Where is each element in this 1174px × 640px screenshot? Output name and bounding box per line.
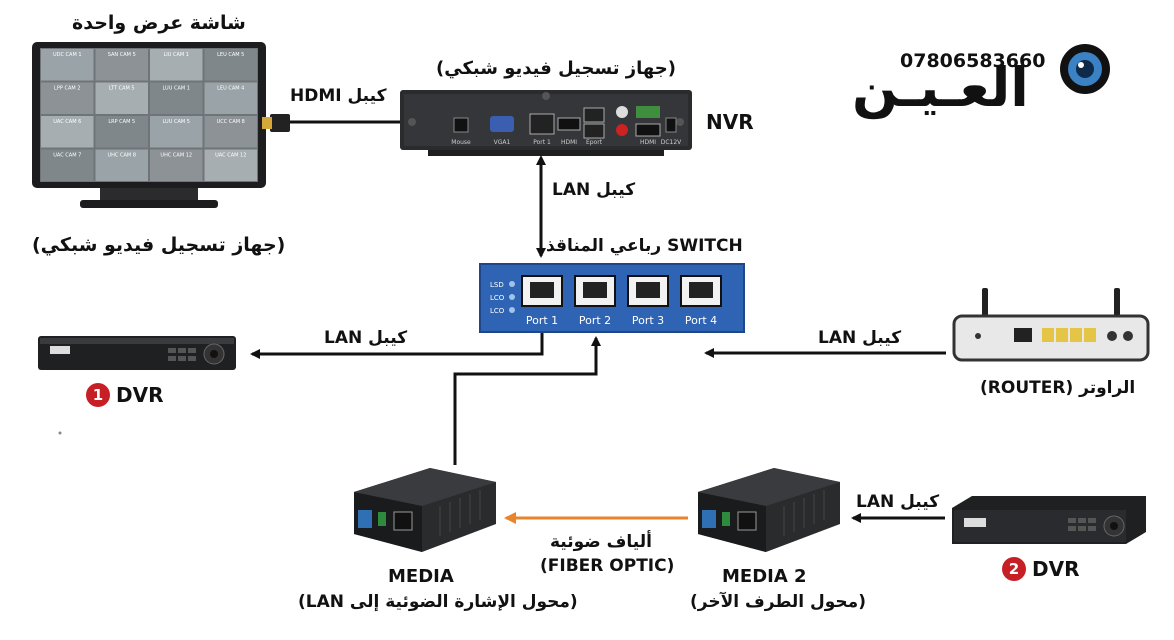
nvr-port-label: DC12V xyxy=(661,139,682,146)
brand-logo: العـيـن xyxy=(852,56,1029,119)
eye-camera-icon xyxy=(1060,44,1110,94)
dvr1-text: DVR xyxy=(116,383,164,407)
dvr2-device xyxy=(952,496,1146,544)
camera-view xyxy=(41,49,94,81)
media2-device xyxy=(698,468,840,552)
nvr-port-label: HDMI xyxy=(561,139,577,146)
camera-view xyxy=(150,116,203,148)
monitor-subtitle: (جهاز تسجيل فيديو شبكي) xyxy=(32,234,286,256)
camera-label: UHC CAM 8 xyxy=(108,153,137,159)
switch-port xyxy=(627,275,669,307)
switch-port-label: Port 4 xyxy=(685,314,717,327)
nvr-port-label: Port 1 xyxy=(533,139,551,146)
monitor-title: شاشة عرض واحدة xyxy=(72,12,246,34)
switch-led-label: LSD xyxy=(490,281,504,289)
switch-title: SWITCH رباعي المناقذ xyxy=(546,236,743,256)
monitor-icon: UDC CAM 1 SAN CAM 5 LIU CAM 1 LEU CAM 5 LPP … xyxy=(32,42,266,208)
switch-led-icon xyxy=(509,307,515,313)
camera-label: UAC CAM 12 xyxy=(215,153,246,159)
fiber-label-ar: ألياف ضوئية xyxy=(550,532,652,552)
dvr2-text: DVR xyxy=(1032,557,1080,581)
media2-subtitle: (محول الطرف الآخر) xyxy=(690,592,866,612)
dvr1-device xyxy=(38,336,236,370)
camera-label: UCC CAM 8 xyxy=(217,119,245,125)
camera-label: LEU CAM 5 xyxy=(217,52,244,58)
camera-view xyxy=(95,49,148,81)
nvr-port-label: HDMI xyxy=(640,139,656,146)
rj45-socket-icon xyxy=(689,282,713,298)
switch-port-label: Port 1 xyxy=(526,314,558,327)
camera-view xyxy=(150,82,203,114)
camera-view xyxy=(204,82,257,114)
router-device xyxy=(952,288,1150,362)
dvr2-media2-cable-label: كيبل LAN xyxy=(856,492,940,512)
camera-label: UAC CAM 7 xyxy=(53,153,81,159)
camera-view xyxy=(204,149,257,181)
hdmi-label: كيبل HDMI xyxy=(290,86,387,106)
nvr-device: Mouse VGA1 Port 1 HDMI Eport HDMI DC12V xyxy=(400,90,692,156)
nvr-label: NVR xyxy=(706,110,754,134)
switch-led-icon xyxy=(509,294,515,300)
camera-label: LEU CAM 4 xyxy=(217,86,244,92)
media1-title: MEDIA xyxy=(388,566,454,587)
camera-view xyxy=(204,116,257,148)
switch-led-icon xyxy=(509,281,515,287)
camera-view xyxy=(41,116,94,148)
camera-view xyxy=(95,116,148,148)
dvr1-number-badge: 1 xyxy=(86,383,110,407)
camera-view xyxy=(41,149,94,181)
camera-label: LRP CAM 5 xyxy=(108,119,135,125)
media2-title: MEDIA 2 xyxy=(722,566,807,587)
camera-label: UAC CAM 6 xyxy=(53,119,81,125)
brand-phone: 07806583660 xyxy=(900,50,1046,72)
hdmi-plug-icon xyxy=(262,114,290,132)
camera-label: LUU CAM 5 xyxy=(163,119,190,125)
router-label: الراوتر (ROUTER) xyxy=(980,378,1136,398)
switch-led-label: LCO xyxy=(490,307,505,315)
camera-view xyxy=(150,49,203,81)
nvr-title: (جهاز تسجيل فيديو شبكي) xyxy=(436,58,676,79)
rj45-socket-icon xyxy=(636,282,660,298)
switch-port-label: Port 3 xyxy=(632,314,664,327)
rj45-socket-icon xyxy=(530,282,554,298)
camera-label: UHC CAM 12 xyxy=(160,153,192,159)
nvr-port-label: Eport xyxy=(586,139,603,146)
switch-led-label: LCO xyxy=(490,294,505,302)
camera-label: SAN CAM 5 xyxy=(108,52,136,58)
nvr-port-label: VGA1 xyxy=(494,139,511,146)
camera-view xyxy=(95,149,148,181)
rj45-socket-icon xyxy=(583,282,607,298)
switch-device: LSD LCO LCO Port 1 Port 2 Port 3 Port 4 xyxy=(479,263,745,333)
camera-label: LUU CAM 1 xyxy=(163,86,190,92)
nvr-port-label: Mouse xyxy=(451,139,471,146)
camera-label: LTT CAM 5 xyxy=(109,86,135,92)
camera-view xyxy=(204,49,257,81)
switch-dvr1-cable-label: كيبل LAN xyxy=(324,328,408,348)
camera-label: LIU CAM 1 xyxy=(163,52,189,58)
fiber-label-en: (FIBER OPTIC) xyxy=(540,556,675,576)
switch-port-label: Port 2 xyxy=(579,314,611,327)
camera-label: LPP CAM 2 xyxy=(54,86,80,92)
media1-subtitle: (محول الإشارة الضوئية إلى LAN) xyxy=(298,592,578,612)
router-switch-cable-label: كيبل LAN xyxy=(818,328,902,348)
nvr-switch-cable-label: كيبل LAN xyxy=(552,180,636,200)
media1-device xyxy=(354,468,496,552)
camera-view xyxy=(41,82,94,114)
media-switch-link xyxy=(453,336,601,465)
camera-view xyxy=(95,82,148,114)
switch-dvr1-link xyxy=(250,333,544,359)
camera-view xyxy=(150,149,203,181)
dvr2-number-badge: 2 xyxy=(1002,557,1026,581)
camera-label: UDC CAM 1 xyxy=(53,52,82,58)
